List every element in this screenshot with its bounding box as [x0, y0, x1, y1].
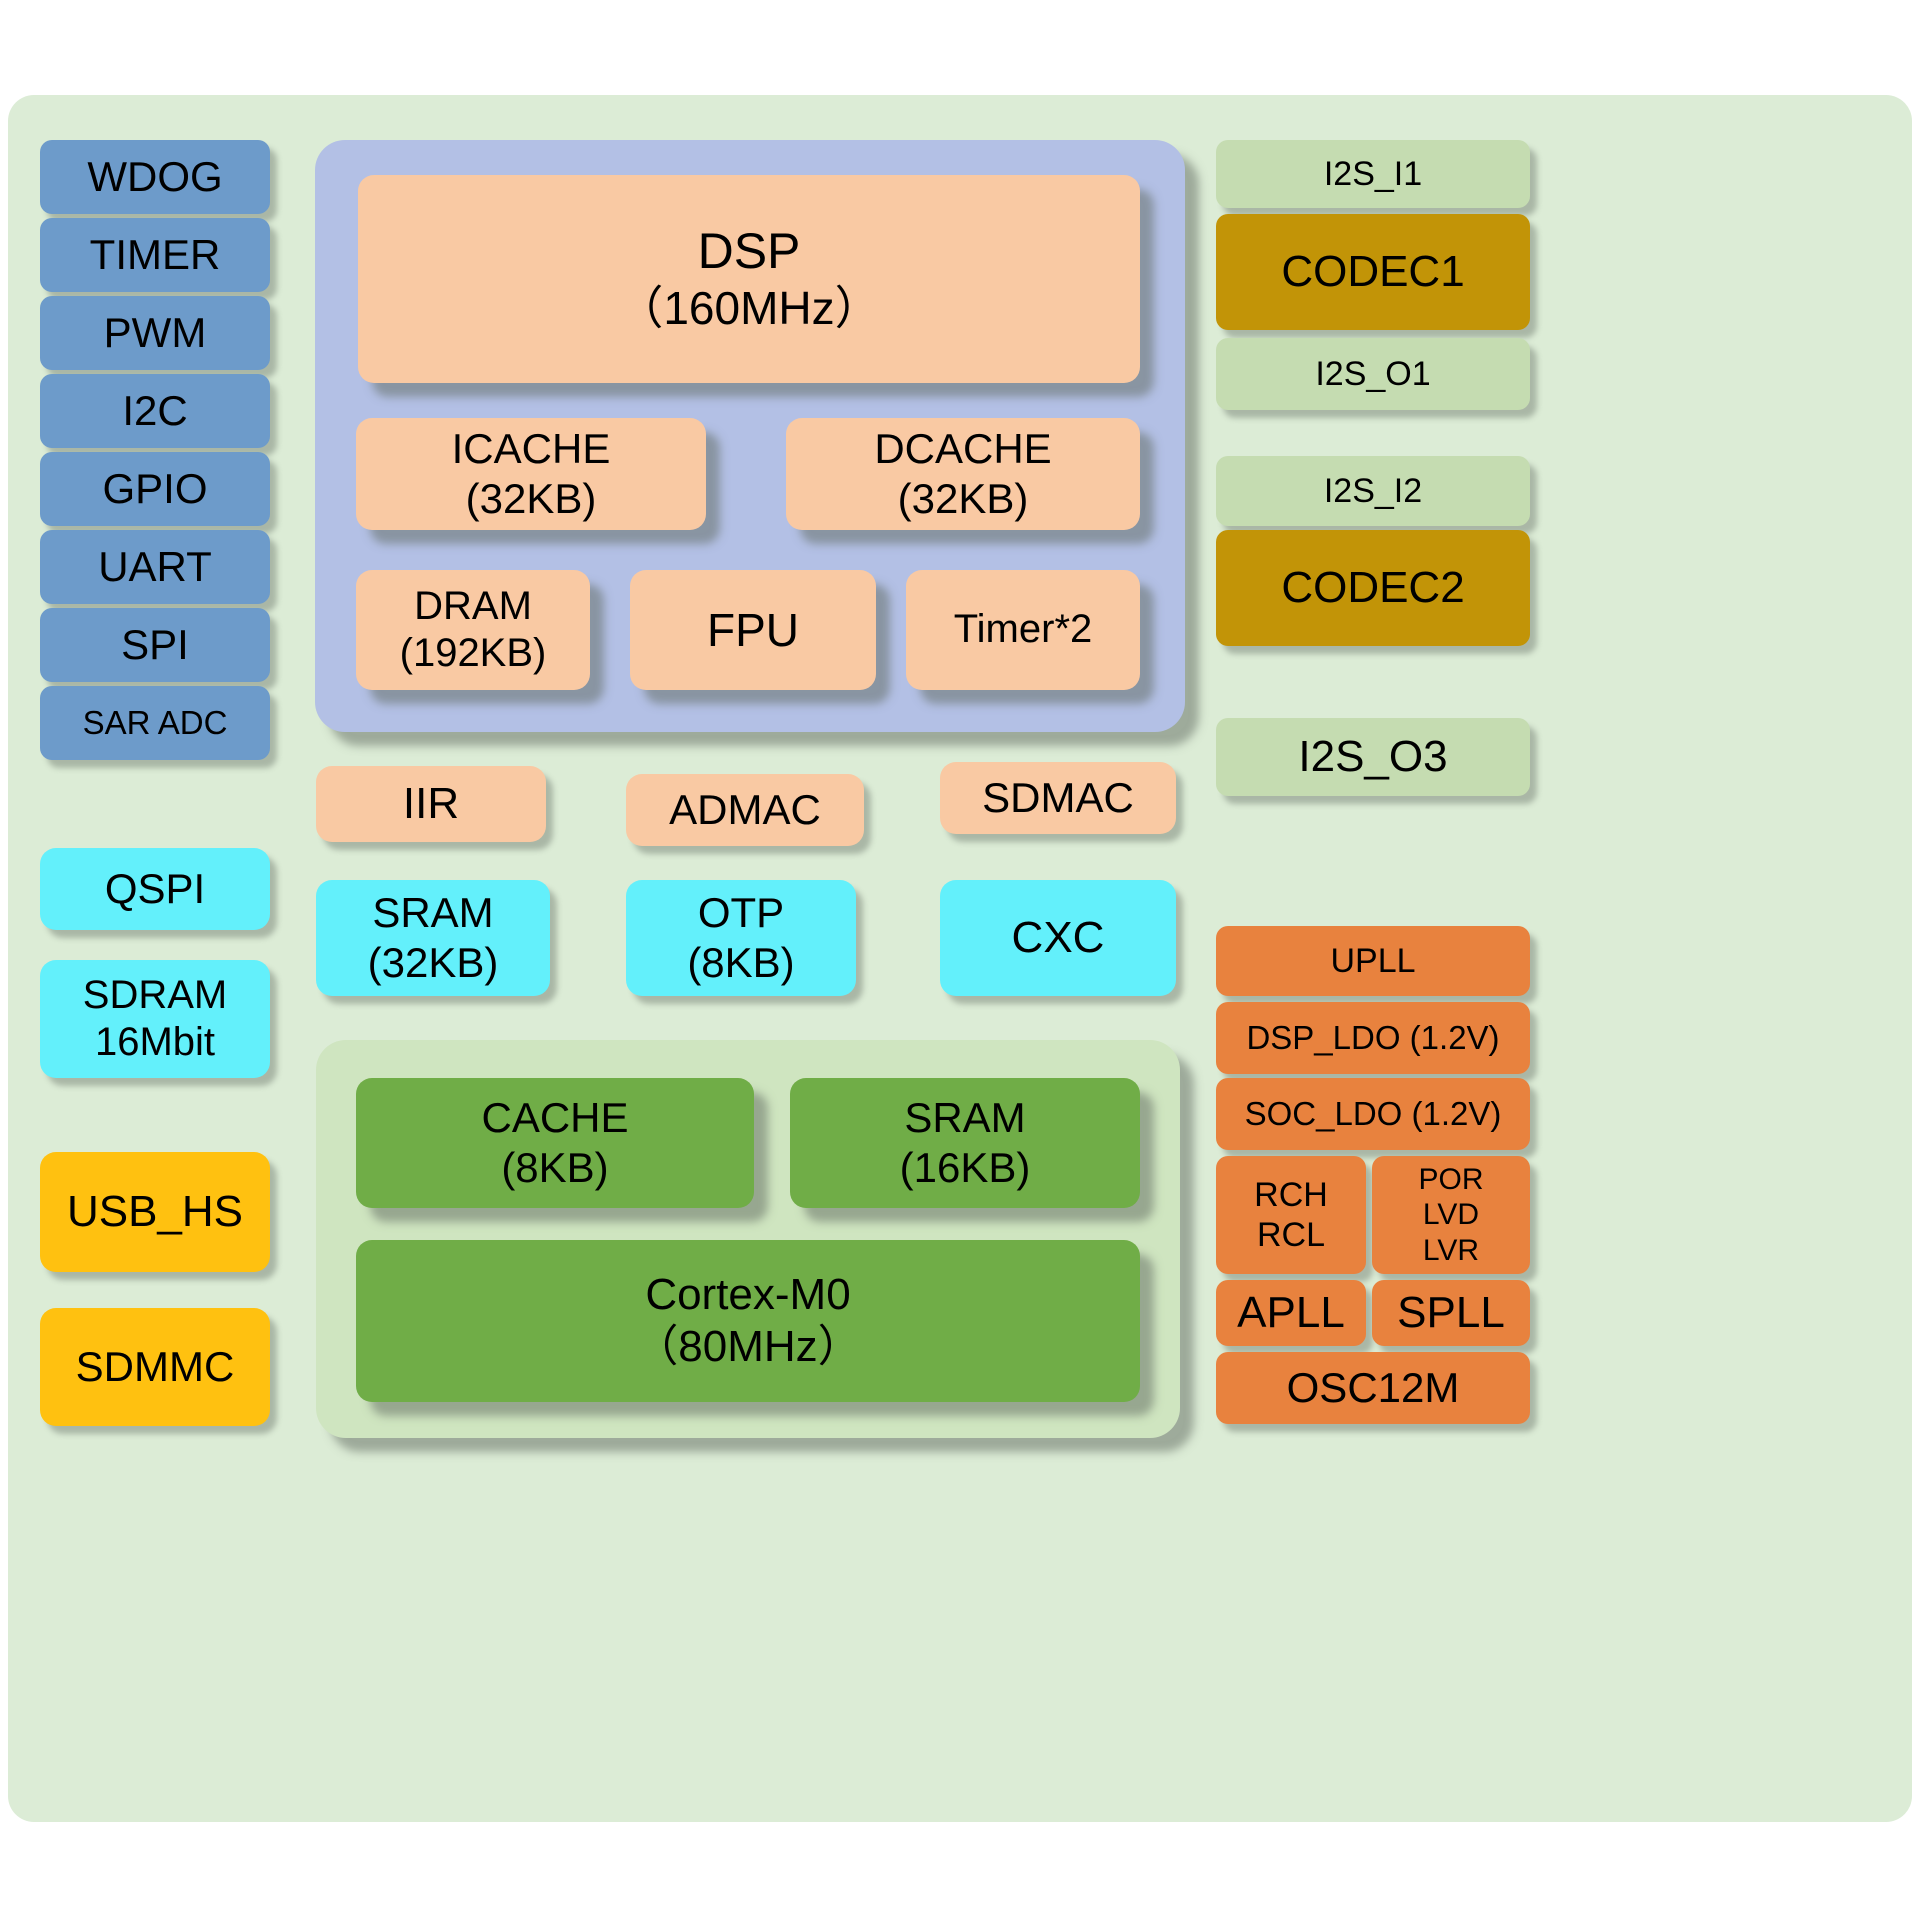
- block-apll: APLL: [1216, 1280, 1366, 1346]
- block-dsp: DSP （160MHz）: [358, 175, 1140, 383]
- block-otp: OTP (8KB): [626, 880, 856, 996]
- lvd-label: LVD: [1422, 1198, 1480, 1232]
- block-sdmac: SDMAC: [940, 762, 1176, 834]
- block-osc12m: OSC12M: [1216, 1352, 1530, 1424]
- block-uart: UART: [40, 530, 270, 604]
- block-por-lvd-lvr: POR LVD LVR: [1372, 1156, 1530, 1274]
- block-upll: UPLL: [1216, 926, 1530, 996]
- block-codec2: CODEC2: [1216, 530, 1530, 646]
- block-i2s-o1: I2S_O1: [1216, 338, 1530, 410]
- block-cxc: CXC: [940, 880, 1176, 996]
- block-i2c: I2C: [40, 374, 270, 448]
- sram32-label-line2: (32KB): [367, 939, 499, 986]
- block-dcache: DCACHE (32KB): [786, 418, 1140, 530]
- block-m0-sram: SRAM (16KB): [790, 1078, 1140, 1208]
- sdram-label-line2: 16Mbit: [94, 1020, 216, 1064]
- block-codec1: CODEC1: [1216, 214, 1530, 330]
- block-dsp-ldo: DSP_LDO (1.2V): [1216, 1002, 1530, 1074]
- block-spi: SPI: [40, 608, 270, 682]
- sram32-label-line1: SRAM: [372, 889, 494, 937]
- block-admac: ADMAC: [626, 774, 864, 846]
- cortex-m0-label-line1: Cortex-M0: [645, 1270, 851, 1320]
- block-rch-rcl: RCH RCL: [1216, 1156, 1366, 1274]
- m0-sram-label-line2: (16KB): [899, 1144, 1031, 1191]
- block-pwm: PWM: [40, 296, 270, 370]
- otp-label-line1: OTP: [697, 889, 785, 937]
- m0-cache-label-line1: CACHE: [481, 1094, 629, 1142]
- por-label: POR: [1418, 1162, 1484, 1196]
- block-timer2: Timer*2: [906, 570, 1140, 690]
- icache-label-line2: (32KB): [465, 475, 597, 522]
- block-usb-hs: USB_HS: [40, 1152, 270, 1272]
- dcache-label-line1: DCACHE: [874, 425, 1052, 473]
- block-dram: DRAM (192KB): [356, 570, 590, 690]
- dcache-label-line2: (32KB): [897, 475, 1029, 522]
- block-sdmmc: SDMMC: [40, 1308, 270, 1426]
- rcl-label: RCL: [1256, 1216, 1326, 1254]
- block-soc-ldo: SOC_LDO (1.2V): [1216, 1078, 1530, 1150]
- block-qspi: QSPI: [40, 848, 270, 930]
- cortex-m0-label-line2: （80MHz）: [634, 1322, 862, 1371]
- block-i2s-i1: I2S_I1: [1216, 140, 1530, 208]
- m0-sram-label-line1: SRAM: [904, 1094, 1026, 1142]
- block-gpio: GPIO: [40, 452, 270, 526]
- m0-cache-label-line2: (8KB): [501, 1144, 609, 1191]
- otp-label-line2: (8KB): [687, 939, 795, 986]
- icache-label-line1: ICACHE: [451, 425, 611, 473]
- block-wdog: WDOG: [40, 140, 270, 214]
- sdram-label-line1: SDRAM: [82, 972, 228, 1017]
- block-i2s-i2: I2S_I2: [1216, 456, 1530, 526]
- dram-label-line1: DRAM: [414, 583, 532, 628]
- block-timer: TIMER: [40, 218, 270, 292]
- block-sar-adc: SAR ADC: [40, 686, 270, 760]
- block-sram-32kb: SRAM (32KB): [316, 880, 550, 996]
- block-sdram: SDRAM 16Mbit: [40, 960, 270, 1078]
- block-spll: SPLL: [1372, 1280, 1530, 1346]
- dsp-label-line2: （160MHz）: [617, 282, 881, 335]
- block-m0-cache: CACHE (8KB): [356, 1078, 754, 1208]
- block-cortex-m0: Cortex-M0 （80MHz）: [356, 1240, 1140, 1402]
- block-iir: IIR: [316, 766, 546, 842]
- block-fpu: FPU: [630, 570, 876, 690]
- block-i2s-o3: I2S_O3: [1216, 718, 1530, 796]
- dsp-label-line1: DSP: [697, 223, 801, 280]
- block-icache: ICACHE (32KB): [356, 418, 706, 530]
- dram-label-line2: (192KB): [399, 631, 547, 675]
- lvr-label: LVR: [1422, 1233, 1480, 1267]
- rch-label: RCH: [1254, 1175, 1328, 1214]
